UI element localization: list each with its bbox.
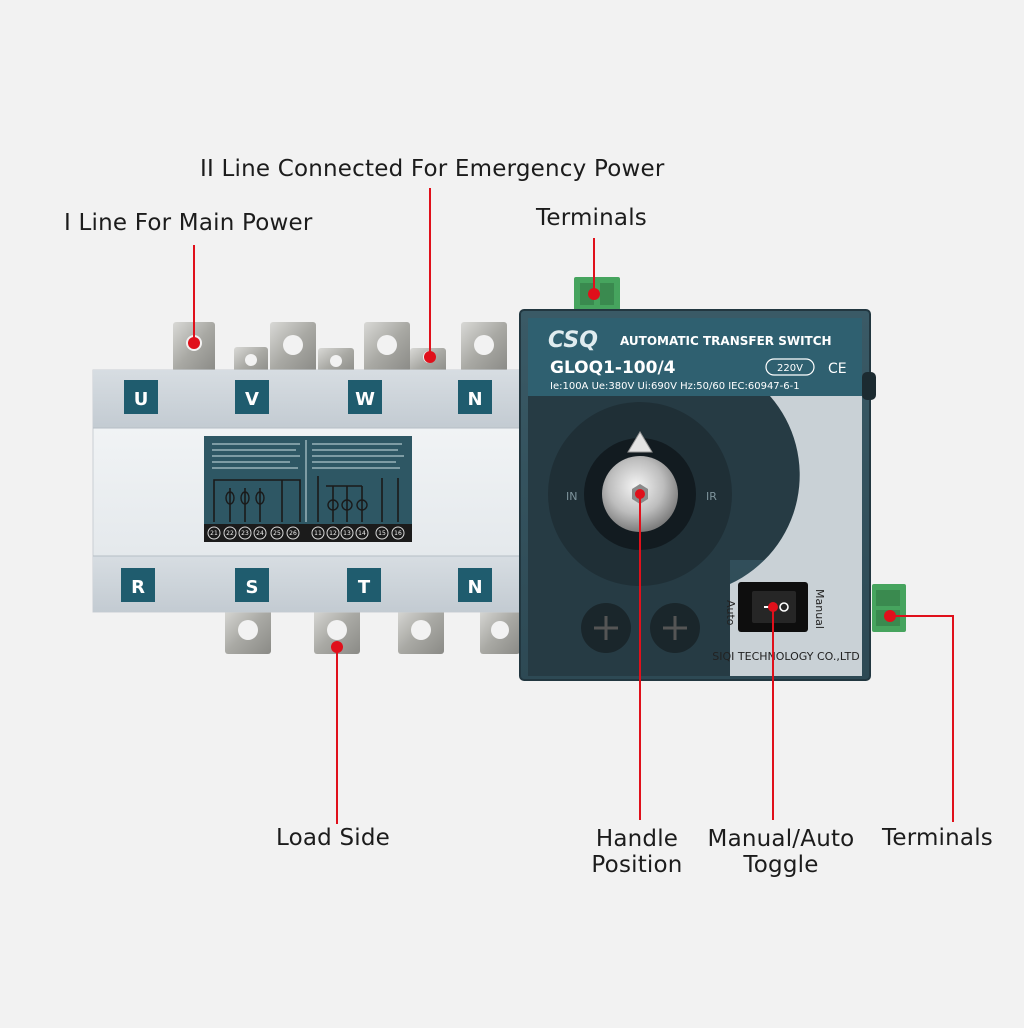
svg-text:26: 26 xyxy=(289,530,297,537)
phase-badge-t: T xyxy=(347,568,381,602)
phase-badge-s: S xyxy=(235,568,269,602)
callout-handle-position-line2: Position xyxy=(591,852,683,878)
terminal-lug xyxy=(480,608,520,654)
brand-logo: CSQ xyxy=(548,328,598,353)
callout-dot xyxy=(635,489,645,499)
callout-terminals-top: Terminals xyxy=(536,205,647,231)
wiring-terminal: 15 xyxy=(375,526,389,540)
svg-text:U: U xyxy=(134,389,149,410)
handle-mark-right: IR xyxy=(706,490,717,503)
right-terminal-block xyxy=(872,584,906,632)
phase-badge-n-bottom: N xyxy=(458,568,492,602)
spec-line: Ie:100A Ue:380V Ui:690V Hz:50/60 IEC:609… xyxy=(550,381,800,392)
svg-text:24: 24 xyxy=(256,530,264,537)
callout-dots xyxy=(188,288,896,653)
callout-dot xyxy=(588,288,600,300)
svg-text:N: N xyxy=(467,577,482,598)
svg-text:R: R xyxy=(131,577,145,598)
terminal-lug xyxy=(364,322,410,372)
switch-auto-label: Auto xyxy=(724,600,737,626)
callout-handle-position: Handle Position xyxy=(582,826,692,878)
callout-line-terminals-right xyxy=(890,615,954,822)
callout-handle-position-line1: Handle xyxy=(595,826,679,852)
svg-text:15: 15 xyxy=(378,530,386,537)
voltage-badge xyxy=(765,358,815,376)
callout-dot xyxy=(884,610,896,622)
callout-manual-auto-toggle-line2: Toggle xyxy=(743,852,819,878)
top-phase-badges: U V W N xyxy=(124,380,492,414)
product-name: AUTOMATIC TRANSFER SWITCH xyxy=(620,334,832,348)
callout-manual-auto-toggle-line1: Manual/Auto xyxy=(707,826,855,852)
wiring-terminal: 21 xyxy=(207,526,221,540)
wiring-terminal: 16 xyxy=(391,526,405,540)
callout-terminals-right: Terminals xyxy=(882,825,993,851)
svg-text:25: 25 xyxy=(273,530,281,537)
callout-dot xyxy=(331,641,343,653)
svg-text:W: W xyxy=(355,389,375,410)
phase-badge-u: U xyxy=(124,380,158,414)
svg-text:16: 16 xyxy=(394,530,402,537)
callout-load-side: Load Side xyxy=(276,825,391,851)
terminal-lug xyxy=(318,348,354,374)
svg-text:T: T xyxy=(358,577,371,598)
phase-badge-r: R xyxy=(121,568,155,602)
terminal-lug xyxy=(234,347,268,375)
svg-text:21: 21 xyxy=(210,530,218,537)
ce-mark: CE xyxy=(828,361,847,377)
callout-dot xyxy=(768,602,778,612)
wiring-diagram-label: 21 22 23 24 25 26 11 12 13 14 15 16 xyxy=(204,436,412,542)
svg-text:23: 23 xyxy=(241,530,249,537)
callout-manual-auto-toggle: Manual/Auto Toggle xyxy=(696,826,866,878)
svg-text:22: 22 xyxy=(226,530,234,537)
callout-dot xyxy=(188,337,200,349)
wiring-terminal: 23 xyxy=(238,526,252,540)
controller-box: IN IR Auto Manual SIQI TECHNOLOGY CO.,LT… xyxy=(519,309,876,681)
svg-text:12: 12 xyxy=(329,530,337,537)
callout-emergency-power: II Line Connected For Emergency Power xyxy=(200,156,665,182)
wiring-terminal: 11 xyxy=(311,526,325,540)
screw-cover-right xyxy=(650,603,700,653)
wiring-terminal: 25 xyxy=(270,526,284,540)
svg-text:14: 14 xyxy=(358,530,366,537)
terminal-lug xyxy=(398,608,444,654)
phase-badge-w: W xyxy=(348,380,382,414)
svg-text:S: S xyxy=(246,577,259,598)
manufacturer-label: SIQI TECHNOLOGY CO.,LTD xyxy=(712,650,859,663)
screw-cover-left xyxy=(581,603,631,653)
phase-badge-v: V xyxy=(235,380,269,414)
terminal-lug xyxy=(461,322,507,372)
wiring-terminal: 22 xyxy=(223,526,237,540)
svg-text:N: N xyxy=(467,389,482,410)
model-number: GLOQ1-100/4 xyxy=(550,358,676,378)
svg-text:V: V xyxy=(245,389,259,410)
wiring-terminal: 26 xyxy=(286,526,300,540)
bottom-phase-badges: R S T N xyxy=(121,568,492,602)
terminal-lug xyxy=(314,608,360,654)
terminal-lug xyxy=(270,322,316,372)
wiring-terminal: 13 xyxy=(340,526,354,540)
wiring-terminal: 14 xyxy=(355,526,369,540)
top-terminal-lugs xyxy=(173,322,507,375)
wiring-terminal: 12 xyxy=(326,526,340,540)
terminal-lug xyxy=(225,608,271,654)
svg-text:13: 13 xyxy=(343,530,351,537)
wiring-terminal-numbers: 21 22 23 24 25 26 11 12 13 14 15 16 xyxy=(207,526,405,540)
voltage-badge-text: 220V xyxy=(777,363,803,374)
callout-main-power: I Line For Main Power xyxy=(64,210,313,236)
wiring-terminal: 24 xyxy=(253,526,267,540)
callout-dot xyxy=(424,351,436,363)
callout-lines xyxy=(193,188,954,824)
switch-manual-label: Manual xyxy=(813,589,826,629)
handle-mark-left: IN xyxy=(566,490,577,503)
bottom-terminal-lugs xyxy=(225,608,520,654)
svg-text:11: 11 xyxy=(314,530,322,537)
phase-badge-n-top: N xyxy=(458,380,492,414)
